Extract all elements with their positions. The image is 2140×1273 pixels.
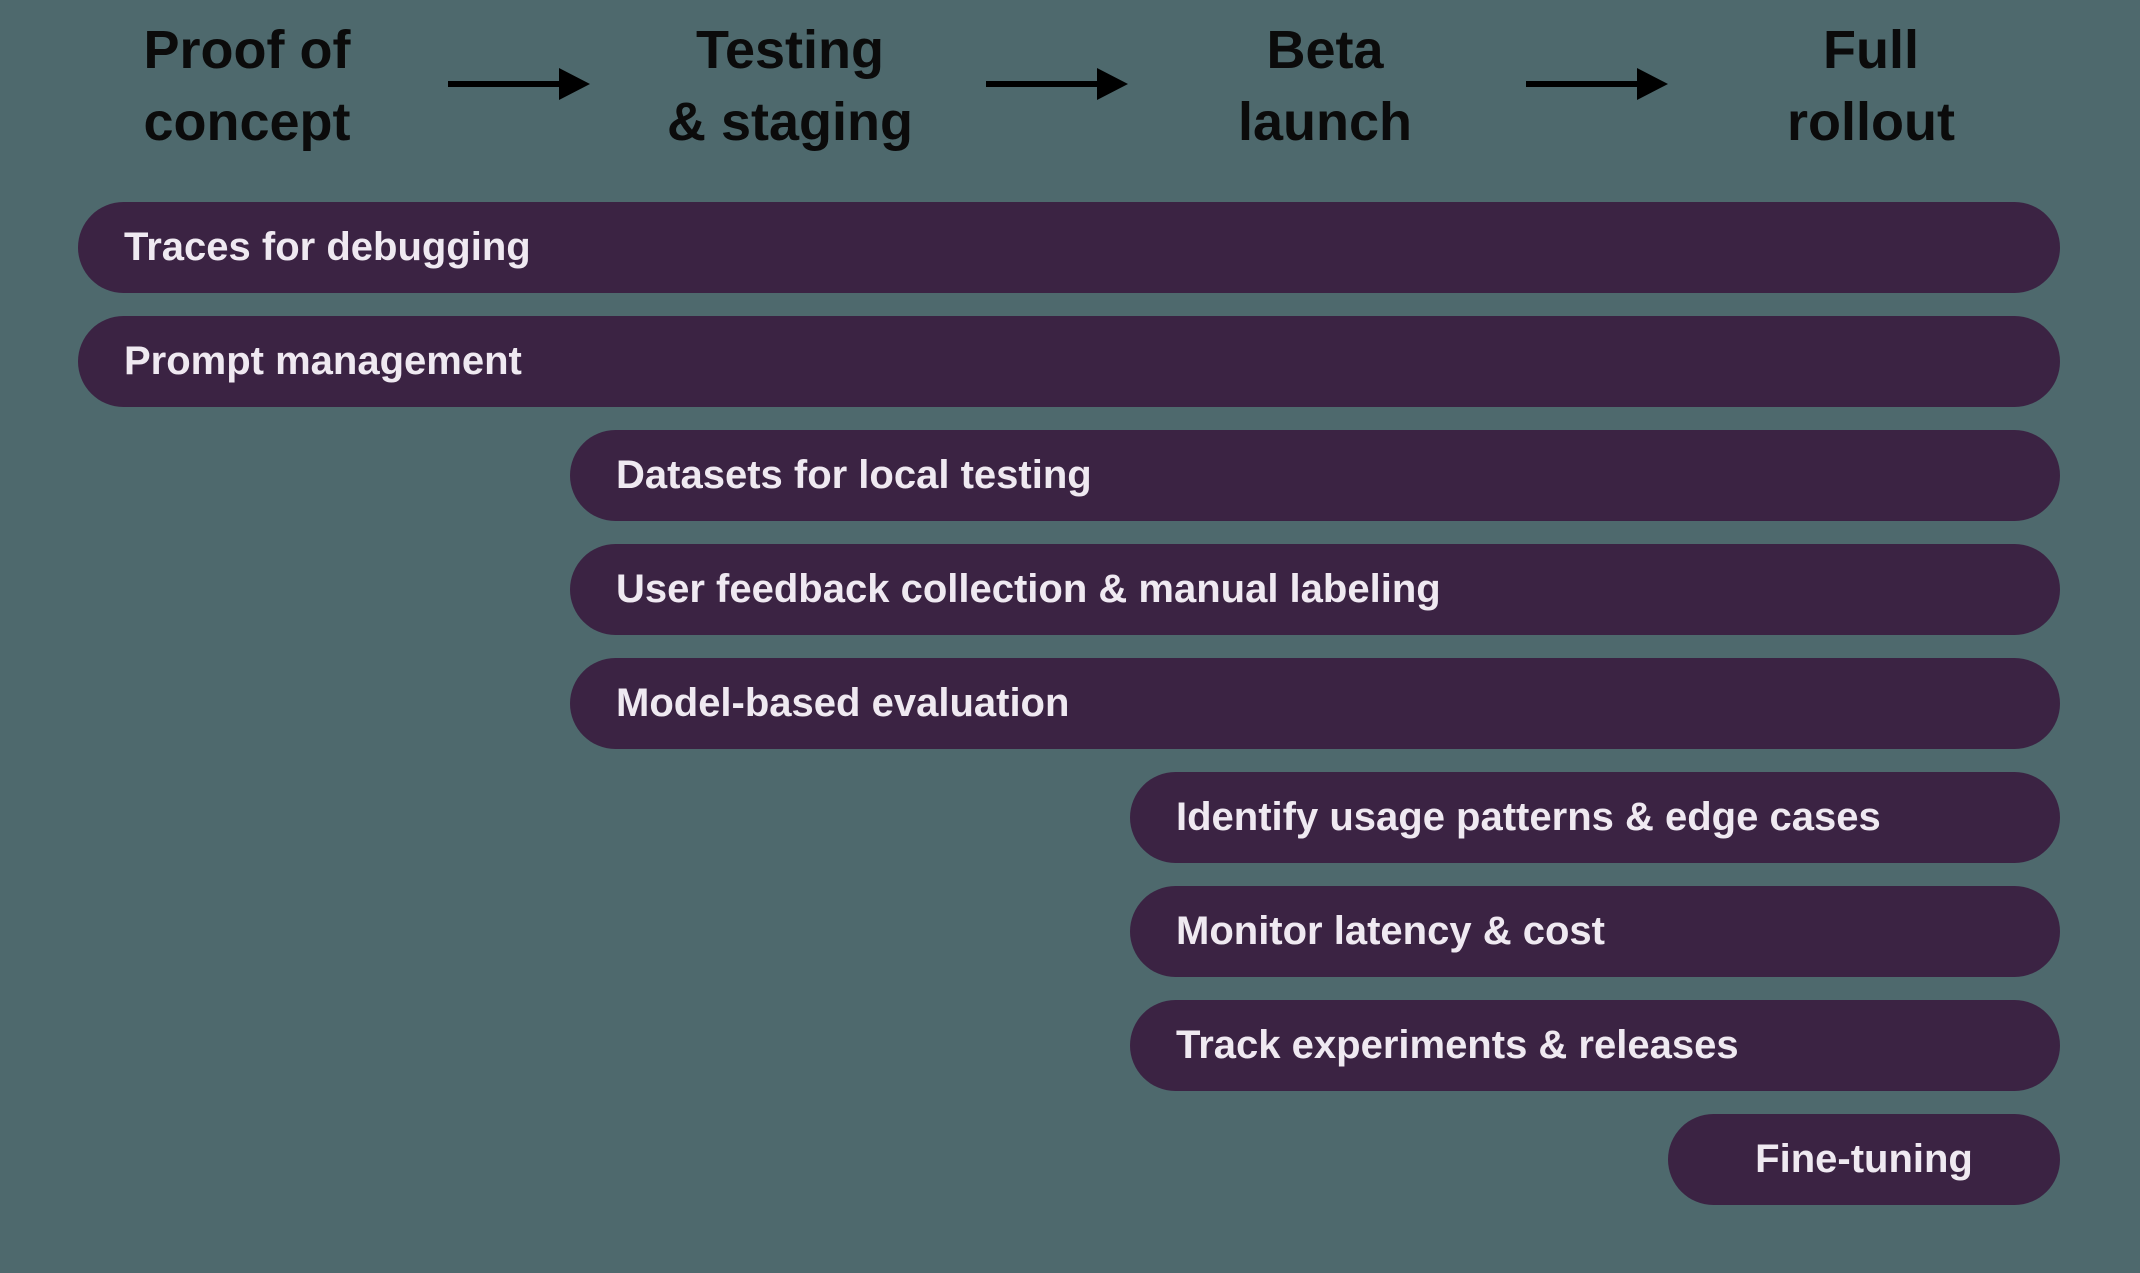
- bar-identify-usage-patterns: Identify usage patterns & edge cases: [1130, 772, 2060, 863]
- arrow-shaft: [986, 81, 1102, 87]
- bar-prompt-management: Prompt management: [78, 316, 2060, 407]
- bar-fine-tuning: Fine-tuning: [1668, 1114, 2060, 1205]
- bar-user-feedback-collection: User feedback collection & manual labeli…: [570, 544, 2060, 635]
- arrow-right-icon: [1526, 68, 1668, 100]
- bar-track-experiments-releases: Track experiments & releases: [1130, 1000, 2060, 1091]
- bar-traces-for-debugging: Traces for debugging: [78, 202, 2060, 293]
- arrow-shaft: [1526, 81, 1642, 87]
- arrow-shaft: [448, 81, 564, 87]
- stage-label-beta-launch: Beta launch: [1237, 20, 1413, 152]
- arrow-head: [1637, 68, 1668, 100]
- arrow-right-icon: [986, 68, 1128, 100]
- arrow-head: [559, 68, 590, 100]
- bar-model-based-evaluation: Model-based evaluation: [570, 658, 2060, 749]
- bar-datasets-for-local-testing: Datasets for local testing: [570, 430, 2060, 521]
- stage-label-proof-of-concept: Proof of concept: [143, 20, 351, 152]
- stage-label-testing-staging: Testing & staging: [666, 20, 914, 152]
- arrow-head: [1097, 68, 1128, 100]
- bar-monitor-latency-cost: Monitor latency & cost: [1130, 886, 2060, 977]
- stage-label-full-rollout: Full rollout: [1787, 20, 1955, 152]
- arrow-right-icon: [448, 68, 590, 100]
